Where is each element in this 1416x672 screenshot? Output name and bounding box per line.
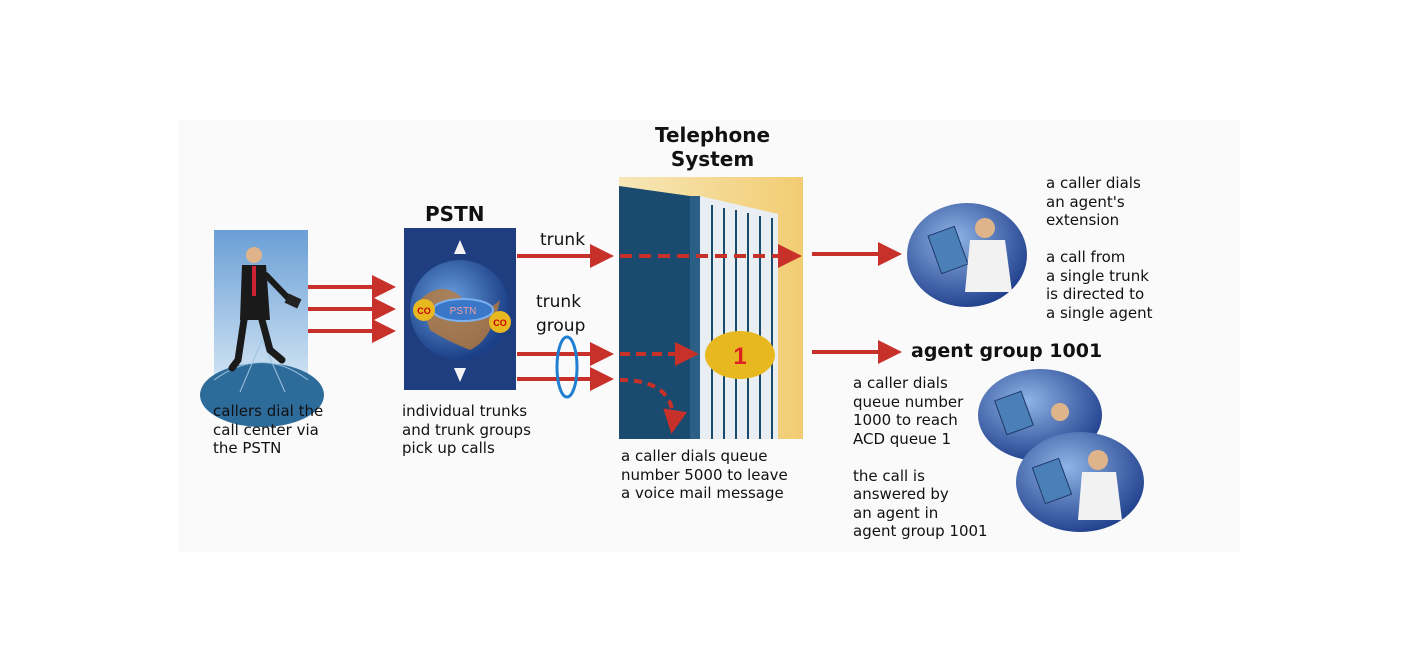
pstn-to-system-arrows xyxy=(517,244,614,391)
agent-group-illustration-front xyxy=(1016,432,1144,532)
extension-caption: a caller dials an agent's extension a ca… xyxy=(1046,174,1153,322)
trunks-caption: individual trunks and trunk groups pick … xyxy=(402,402,531,457)
acd-queue-number: 1 xyxy=(733,343,746,370)
trunk-group-ellipse xyxy=(555,335,579,399)
telephone-system-title: Telephone System xyxy=(654,123,771,171)
system-to-agent-arrows xyxy=(812,242,902,364)
single-agent-illustration xyxy=(907,203,1027,307)
pstn-globe-label: PSTN xyxy=(450,306,477,317)
co-badge-left: CO xyxy=(417,306,431,316)
co-badge-right: CO xyxy=(493,318,507,328)
caller-illustration xyxy=(200,230,324,427)
pstn-title: PSTN xyxy=(425,202,485,226)
trunk-label: trunk xyxy=(540,230,586,250)
acd-queue-badge xyxy=(705,331,775,379)
voicemail-caption: a caller dials queue number 5000 to leav… xyxy=(621,447,788,502)
queue-caption: a caller dials queue number 1000 to reac… xyxy=(853,374,988,540)
trunk-group-label: trunk group xyxy=(536,292,586,336)
telephone-system-building xyxy=(619,177,803,439)
pstn-illustration xyxy=(404,228,516,390)
caller-to-pstn-arrows xyxy=(308,275,396,343)
callers-caption: callers dial the call center via the PST… xyxy=(213,402,324,457)
system-internal-paths xyxy=(619,244,802,434)
agent-group-label: agent group 1001 xyxy=(911,340,1103,362)
